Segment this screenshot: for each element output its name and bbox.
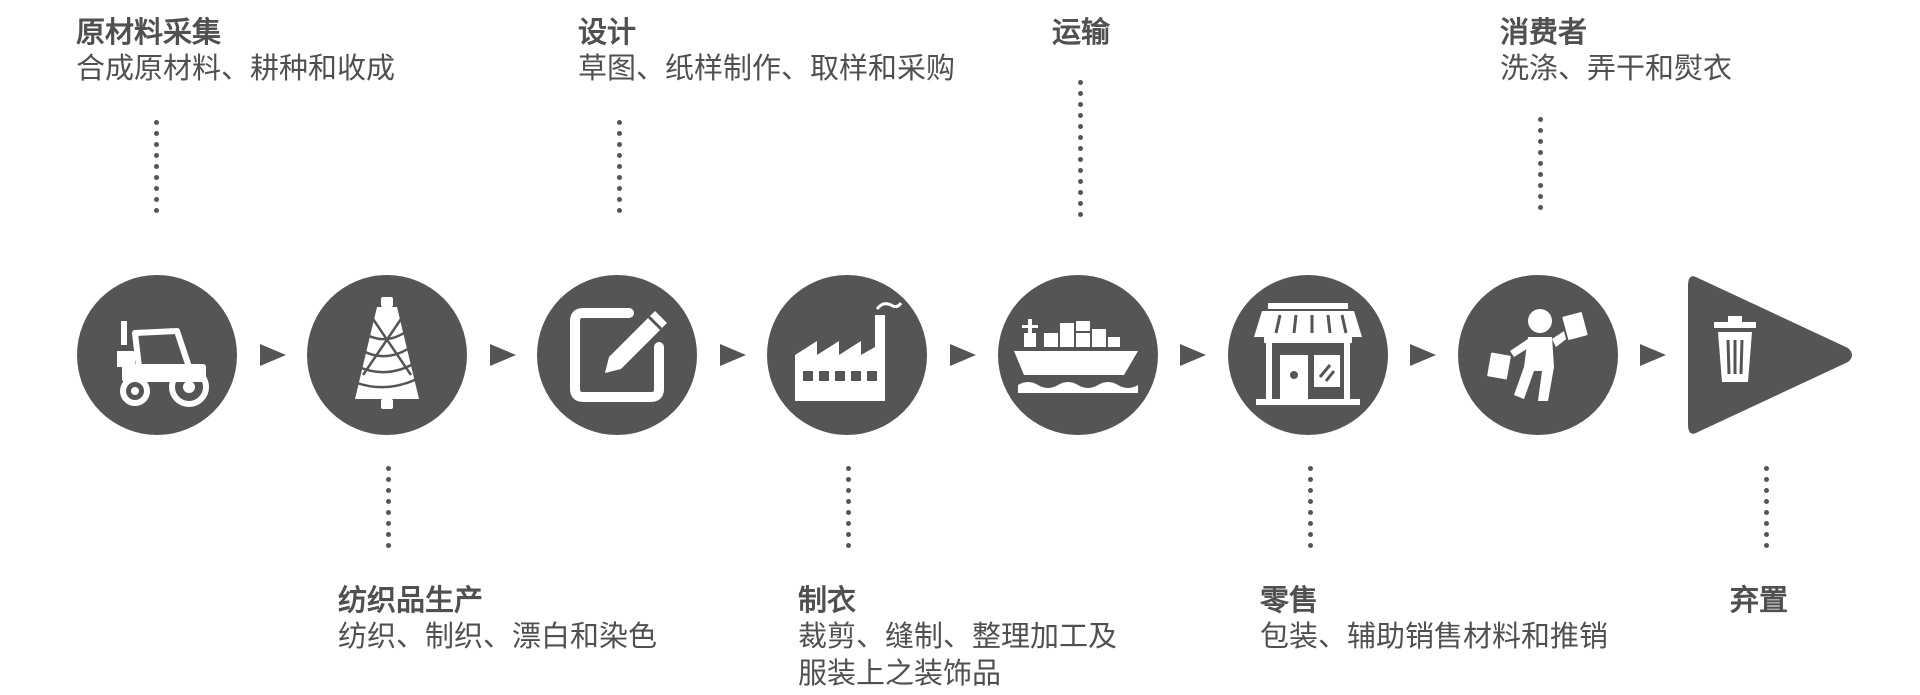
connector-dots — [1078, 80, 1084, 223]
stage-title: 运输 — [1052, 15, 1111, 49]
connector-dots — [846, 466, 852, 554]
storefront-icon — [1254, 303, 1362, 405]
stage-transport-label: 运输 — [1052, 14, 1110, 50]
stage-title: 原材料采集 — [76, 15, 222, 49]
stage-desc-line2: 服装上之装饰品 — [798, 655, 1002, 690]
stage-title: 纺织品生产 — [338, 583, 484, 617]
stage-desc: 包装、辅助销售材料和推销 — [1260, 619, 1609, 654]
stage-desc: 草图、纸样制作、取样和采购 — [578, 51, 956, 86]
stage-design-node — [537, 275, 697, 435]
stage-desc: 纺织、制织、漂白和染色 — [338, 619, 658, 654]
flow-arrow — [1180, 344, 1206, 366]
flow-arrow — [490, 344, 516, 366]
flow-arrow — [950, 344, 976, 366]
flow-arrow — [1640, 344, 1666, 366]
yarn-cone-icon — [355, 297, 419, 409]
stage-design-label: 设计 草图、纸样制作、取样和采购 — [578, 14, 955, 87]
tractor-icon — [117, 321, 209, 407]
connector-dots — [1764, 466, 1770, 554]
shopper-icon — [1485, 309, 1590, 401]
stage-textile-label: 纺织品生产 纺织、制织、漂白和染色 — [338, 582, 657, 655]
stage-title: 零售 — [1260, 583, 1319, 617]
flow-arrow — [720, 344, 746, 366]
stage-title: 弃置 — [1730, 583, 1789, 617]
factory-icon — [795, 302, 903, 401]
stage-retail-node — [1228, 275, 1388, 435]
stage-disposal-node — [1688, 276, 1852, 434]
stage-title: 制衣 — [798, 583, 857, 617]
connector-dots — [1308, 466, 1314, 554]
connector-dots — [617, 120, 623, 219]
cargo-ship-icon — [1014, 319, 1138, 393]
stage-desc: 合成原材料、耕种和收成 — [76, 51, 396, 86]
stage-retail-label: 零售 包装、辅助销售材料和推销 — [1260, 582, 1608, 655]
stage-raw-material-label: 原材料采集 合成原材料、耕种和收成 — [76, 14, 395, 87]
stage-transport-node — [998, 275, 1158, 435]
stage-garment-node — [767, 275, 927, 435]
trash-can-icon — [1714, 316, 1756, 382]
stage-consumer-node — [1458, 275, 1618, 435]
stage-textile-node — [307, 275, 467, 435]
stage-desc: 裁剪、缝制、整理加工及 — [798, 619, 1118, 654]
connector-dots — [1538, 117, 1544, 216]
stage-consumer-label: 消费者 洗涤、弄干和熨衣 — [1500, 14, 1732, 87]
stage-title: 消费者 — [1500, 15, 1588, 49]
stage-garment-label: 制衣 裁剪、缝制、整理加工及 服装上之装饰品 — [798, 582, 1117, 691]
connector-dots — [154, 120, 160, 219]
stage-desc: 洗涤、弄干和熨衣 — [1500, 51, 1733, 86]
flow-arrow — [1410, 344, 1436, 366]
stage-disposal-label: 弃置 — [1730, 582, 1788, 618]
stage-title: 设计 — [578, 15, 637, 49]
stage-raw-material-node — [77, 275, 237, 435]
connector-dots — [386, 466, 392, 554]
flow-arrow — [260, 344, 286, 366]
edit-icon — [570, 308, 667, 402]
